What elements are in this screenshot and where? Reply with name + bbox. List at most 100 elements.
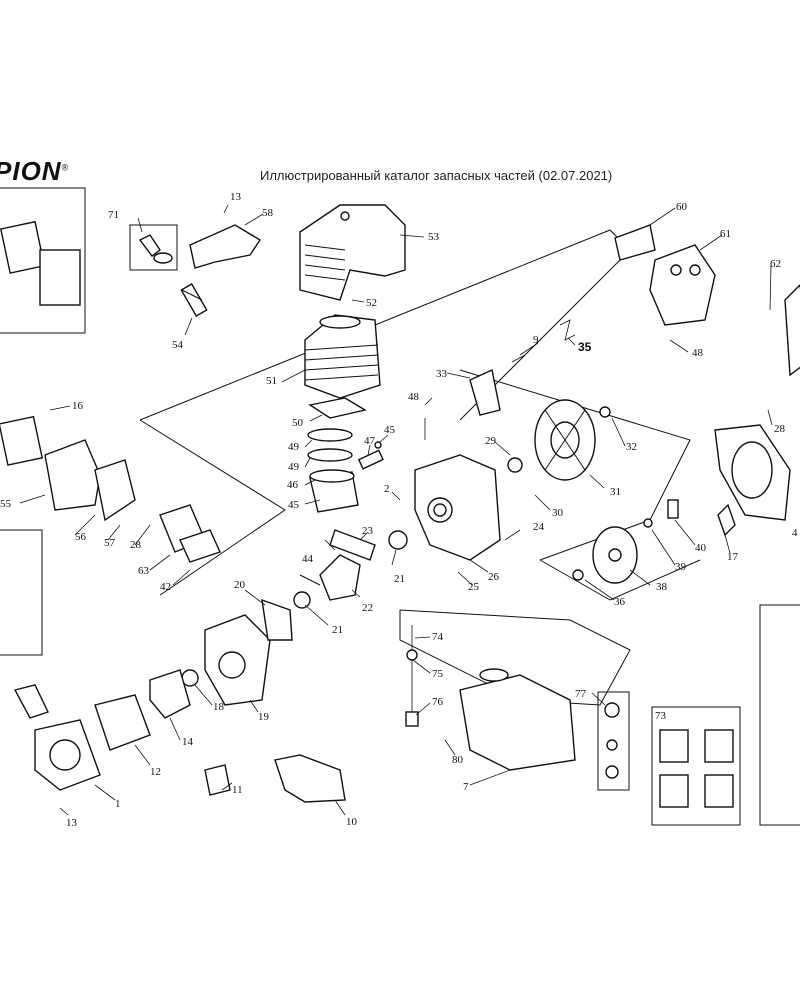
callout-36: 36 <box>614 596 626 608</box>
fuel-cap-valve <box>605 765 619 779</box>
callout-11: 11 <box>232 784 243 796</box>
callout-19: 19 <box>258 711 270 723</box>
callout-75: 75 <box>432 668 444 680</box>
callout-29: 29 <box>485 435 497 447</box>
callout-40: 40 <box>695 542 707 554</box>
flywheel <box>534 399 596 481</box>
callout-10: 10 <box>346 816 358 828</box>
clutch-outline <box>539 559 701 601</box>
callout-14: 14 <box>182 736 194 748</box>
detail-box-73 <box>651 706 741 826</box>
piston-ring-upper <box>307 428 353 442</box>
crankcase-gasket <box>261 598 293 641</box>
lower-assembly-outline <box>139 419 286 596</box>
callout-26: 26 <box>488 571 500 583</box>
spark-plug-cap <box>138 234 173 264</box>
callout-32: 32 <box>626 441 637 453</box>
callout-73: 73 <box>655 710 667 722</box>
callout-38: 38 <box>656 581 668 593</box>
air-filter-left-top <box>0 220 81 306</box>
callout-48-left: 48 <box>408 391 420 403</box>
clutch <box>592 526 638 584</box>
fuel-filter-top <box>406 649 418 661</box>
callout-24: 24 <box>533 521 545 533</box>
detail-box-left-top <box>0 187 86 334</box>
callout-39: 39 <box>675 561 687 573</box>
bearing-lower <box>293 591 311 609</box>
callout-46: 46 <box>287 479 299 491</box>
leader-lines <box>19 204 773 816</box>
callout-76: 76 <box>432 696 444 708</box>
callout-52: 52 <box>366 297 377 309</box>
crankshaft <box>299 529 376 601</box>
callout-20: 20 <box>234 579 246 591</box>
callout-1: 1 <box>115 798 121 810</box>
callout-23: 23 <box>362 525 374 537</box>
callout-21-upper: 21 <box>394 573 405 585</box>
piston-ring-lower <box>307 448 353 462</box>
brand-logo: PION® <box>0 156 69 187</box>
detail-box-right-edge <box>759 604 800 826</box>
right-edge-part-top <box>784 284 800 377</box>
callout-30: 30 <box>552 507 564 519</box>
piston-clip <box>374 441 382 449</box>
callout-49-lower: 49 <box>288 461 300 473</box>
brake-pawl <box>717 503 736 537</box>
recoil-starter <box>13 684 101 791</box>
callout-49-upper: 49 <box>288 441 300 453</box>
callout-45-right: 45 <box>384 424 396 436</box>
starter-gasket <box>94 694 151 751</box>
fuel-cap <box>604 702 620 718</box>
callout-54: 54 <box>172 339 184 351</box>
callout-9: 9 <box>533 334 539 346</box>
crankcase <box>414 454 501 561</box>
detail-box-77 <box>597 691 630 791</box>
callout-63: 63 <box>138 565 150 577</box>
callout-60: 60 <box>676 201 688 213</box>
wire-35 <box>559 319 576 341</box>
detail-box-71 <box>129 224 178 271</box>
callout-56: 56 <box>75 531 87 543</box>
callout-13: 13 <box>230 191 242 203</box>
callout-51: 51 <box>266 375 277 387</box>
callout-13-bottom: 13 <box>66 817 78 829</box>
callout-55: 55 <box>0 498 12 510</box>
spacer <box>204 764 231 796</box>
muffler <box>649 244 716 326</box>
fuel-filter <box>405 711 419 727</box>
air-filter-left <box>0 415 101 511</box>
carburetor <box>94 459 136 522</box>
callout-47: 47 <box>364 435 376 447</box>
bearing-upper <box>388 530 408 550</box>
clutch-washer <box>572 569 584 581</box>
callout-74: 74 <box>432 631 444 643</box>
fuel-tank-outline <box>399 609 631 706</box>
callout-57: 57 <box>104 537 116 549</box>
cylinder <box>304 314 381 399</box>
callout-31: 31 <box>610 486 621 498</box>
registered-mark: ® <box>61 162 70 173</box>
engine-cover <box>299 204 406 301</box>
callout-28-right: 28 <box>774 423 786 435</box>
intake-gasket <box>179 529 221 563</box>
callout-61: 61 <box>720 228 731 240</box>
callout-33: 33 <box>436 368 448 380</box>
washer <box>507 457 523 473</box>
callout-28-left: 28 <box>130 539 142 551</box>
spark-plug <box>180 283 208 317</box>
callout-2: 2 <box>384 483 390 495</box>
piston <box>309 469 359 513</box>
starter-pawl-plate <box>149 669 191 719</box>
catalog-title: Иллюстрированный каталог запасных частей… <box>260 168 613 183</box>
screw-9 <box>511 354 526 363</box>
callout-48-right: 48 <box>692 347 704 359</box>
callout-50: 50 <box>292 417 304 429</box>
detail-box-left-middle <box>0 529 43 656</box>
callout-17: 17 <box>727 551 739 563</box>
callout-12: 12 <box>150 766 161 778</box>
callout-44: 44 <box>302 553 314 565</box>
callout-80: 80 <box>452 754 464 766</box>
callout-35: 35 <box>578 340 592 354</box>
callout-25: 25 <box>468 581 480 593</box>
